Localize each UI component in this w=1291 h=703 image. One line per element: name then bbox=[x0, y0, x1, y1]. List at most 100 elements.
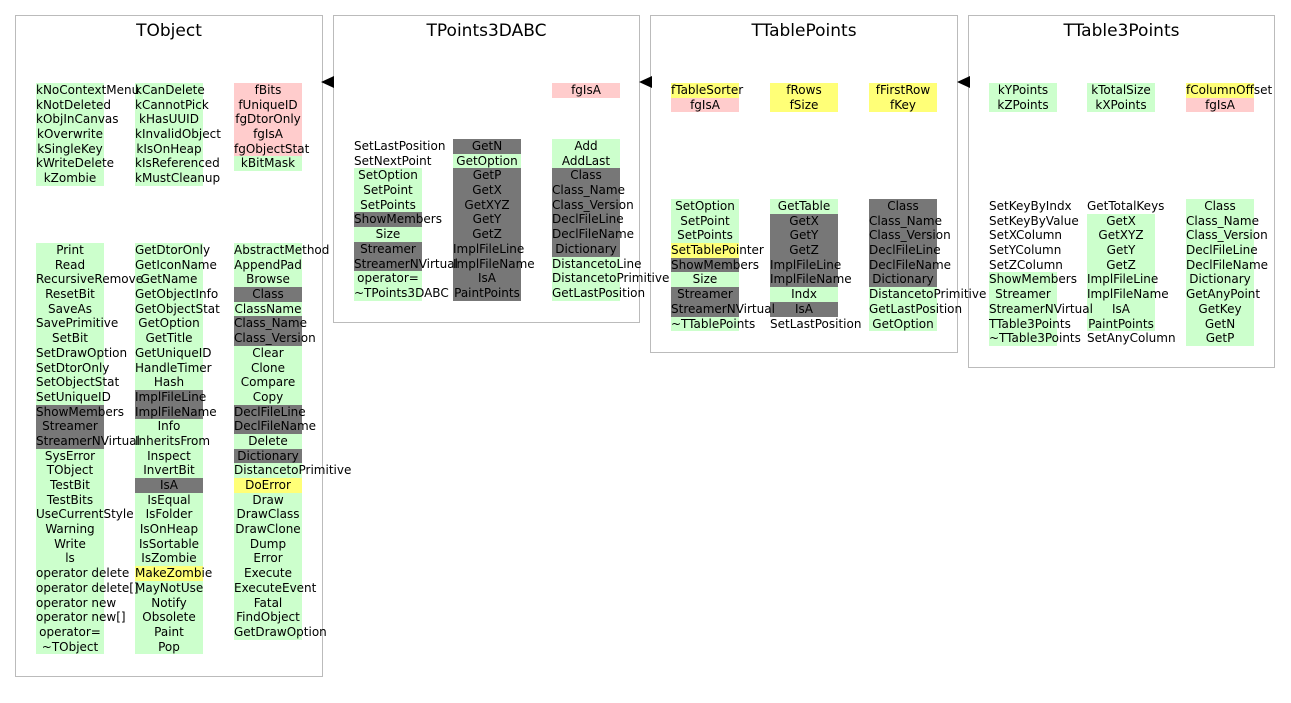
member-label: operator delete bbox=[36, 566, 130, 581]
member-item: HandleTimer bbox=[135, 360, 212, 376]
member-item: ImplFileName bbox=[135, 404, 217, 420]
member-item: StreamerNVirtual bbox=[36, 433, 140, 449]
member-label: fgIsA bbox=[1205, 97, 1235, 112]
member-item: PaintPoints bbox=[1087, 316, 1155, 332]
member-item: IsEqual bbox=[135, 492, 203, 508]
member-label: kHasUUID bbox=[139, 112, 199, 127]
member-item: RecursiveRemove bbox=[36, 272, 143, 288]
member-item: ImplFileName bbox=[453, 256, 535, 272]
member-label: GetZ bbox=[472, 227, 502, 242]
member-label: GetDtorOnly bbox=[135, 243, 211, 257]
member-label: Error bbox=[253, 551, 283, 566]
member-item: Dictionary bbox=[552, 241, 620, 257]
member-label: ShowMembers bbox=[354, 212, 442, 227]
member-label: GetX bbox=[472, 183, 502, 198]
member-label: RecursiveRemove bbox=[36, 272, 144, 287]
member-item: kNoContextMenu bbox=[36, 83, 139, 98]
member-item: fTableSorter bbox=[671, 83, 743, 98]
member-label: ImplFileName bbox=[453, 256, 535, 271]
member-item: GetOption bbox=[135, 316, 203, 332]
member-label: Write bbox=[54, 536, 86, 551]
member-item: SetPoint bbox=[671, 213, 739, 229]
member-label: InvertBit bbox=[143, 463, 195, 478]
member-item: Dictionary bbox=[869, 272, 937, 288]
member-item: DeclFileLine bbox=[234, 404, 306, 420]
member-item: Fatal bbox=[234, 595, 302, 611]
member-label: SaveAs bbox=[48, 301, 92, 316]
member-label: GetXYZ bbox=[464, 197, 510, 212]
member-label: ShowMembers bbox=[36, 404, 124, 419]
member-label: StreamerNVirtual bbox=[671, 301, 775, 316]
member-label: Clone bbox=[250, 360, 286, 375]
member-item: Clear bbox=[234, 345, 302, 361]
member-label: GetUniqueID bbox=[135, 345, 212, 360]
member-label: kOverwrite bbox=[37, 127, 103, 142]
member-label: StreamerNVirtual bbox=[989, 301, 1093, 316]
member-item: Class bbox=[1186, 199, 1254, 214]
member-label: Class bbox=[887, 199, 919, 213]
member-item: SetUniqueID bbox=[36, 389, 111, 405]
member-item: StreamerNVirtual bbox=[989, 301, 1093, 317]
member-item: FindObject bbox=[234, 610, 302, 625]
member-item: fgIsA bbox=[671, 97, 739, 113]
member-label: kNotDeleted bbox=[36, 97, 112, 112]
member-item: MakeZombie bbox=[135, 566, 212, 581]
member-item: ~TObject bbox=[36, 639, 104, 655]
member-item: SysError bbox=[36, 448, 104, 464]
member-item: Class_Version bbox=[552, 197, 634, 213]
member-label: SetXColumn bbox=[989, 228, 1063, 243]
member-item: SetLastPosition bbox=[770, 317, 861, 332]
member-label: TObject bbox=[46, 463, 94, 478]
member-item: GetOption bbox=[869, 316, 937, 332]
member-label: Obsolete bbox=[142, 610, 196, 625]
member-item: operator= bbox=[36, 624, 104, 640]
member-item: UseCurrentStyle bbox=[36, 507, 134, 523]
class-box-tobject: TObject bbox=[15, 15, 323, 677]
member-item: DrawClone bbox=[234, 522, 302, 537]
member-item: fBits bbox=[234, 83, 302, 98]
member-item: GetN bbox=[1186, 316, 1254, 332]
member-item: Obsolete bbox=[135, 610, 203, 625]
member-label: kYPoints bbox=[997, 83, 1049, 97]
member-item: operator delete bbox=[36, 566, 129, 581]
member-item: Class_Name bbox=[234, 316, 307, 332]
member-item: fgIsA bbox=[1186, 97, 1254, 113]
member-label: DistancetoPrimitive bbox=[234, 463, 352, 478]
member-label: IsZombie bbox=[141, 551, 197, 566]
member-label: ImplFileLine bbox=[453, 241, 525, 256]
member-item: kZombie bbox=[36, 171, 104, 186]
member-label: Streamer bbox=[42, 419, 98, 434]
member-label: Dictionary bbox=[237, 448, 299, 463]
member-label: GetName bbox=[140, 272, 198, 287]
member-label: kCannotPick bbox=[135, 97, 209, 112]
member-item: SetYColumn bbox=[989, 243, 1061, 258]
member-label: fSize bbox=[789, 97, 819, 112]
member-label: FindObject bbox=[236, 610, 300, 625]
member-item: operator= bbox=[354, 271, 422, 286]
member-item: Execute bbox=[234, 566, 302, 581]
member-item: Class_Name bbox=[869, 213, 942, 229]
member-label: operator= bbox=[39, 624, 101, 639]
member-item: InheritsFrom bbox=[135, 433, 210, 449]
member-item: SetLastPosition bbox=[354, 139, 445, 154]
member-item: DistancetoPrimitive bbox=[552, 271, 669, 286]
member-label: operator= bbox=[357, 271, 419, 286]
member-item: IsA bbox=[770, 301, 838, 317]
member-item: kOverwrite bbox=[36, 127, 104, 142]
member-item: Streamer bbox=[36, 419, 104, 434]
member-label: DistancetoLine bbox=[552, 256, 642, 271]
member-label: MayNotUse bbox=[135, 580, 204, 595]
member-item: GetP bbox=[453, 168, 521, 184]
member-label: GetX bbox=[789, 213, 819, 228]
member-label: Class bbox=[1204, 199, 1236, 213]
member-label: DeclFileName bbox=[234, 419, 317, 434]
member-item: Info bbox=[135, 419, 203, 434]
member-item: GetLastPosition bbox=[552, 285, 645, 301]
